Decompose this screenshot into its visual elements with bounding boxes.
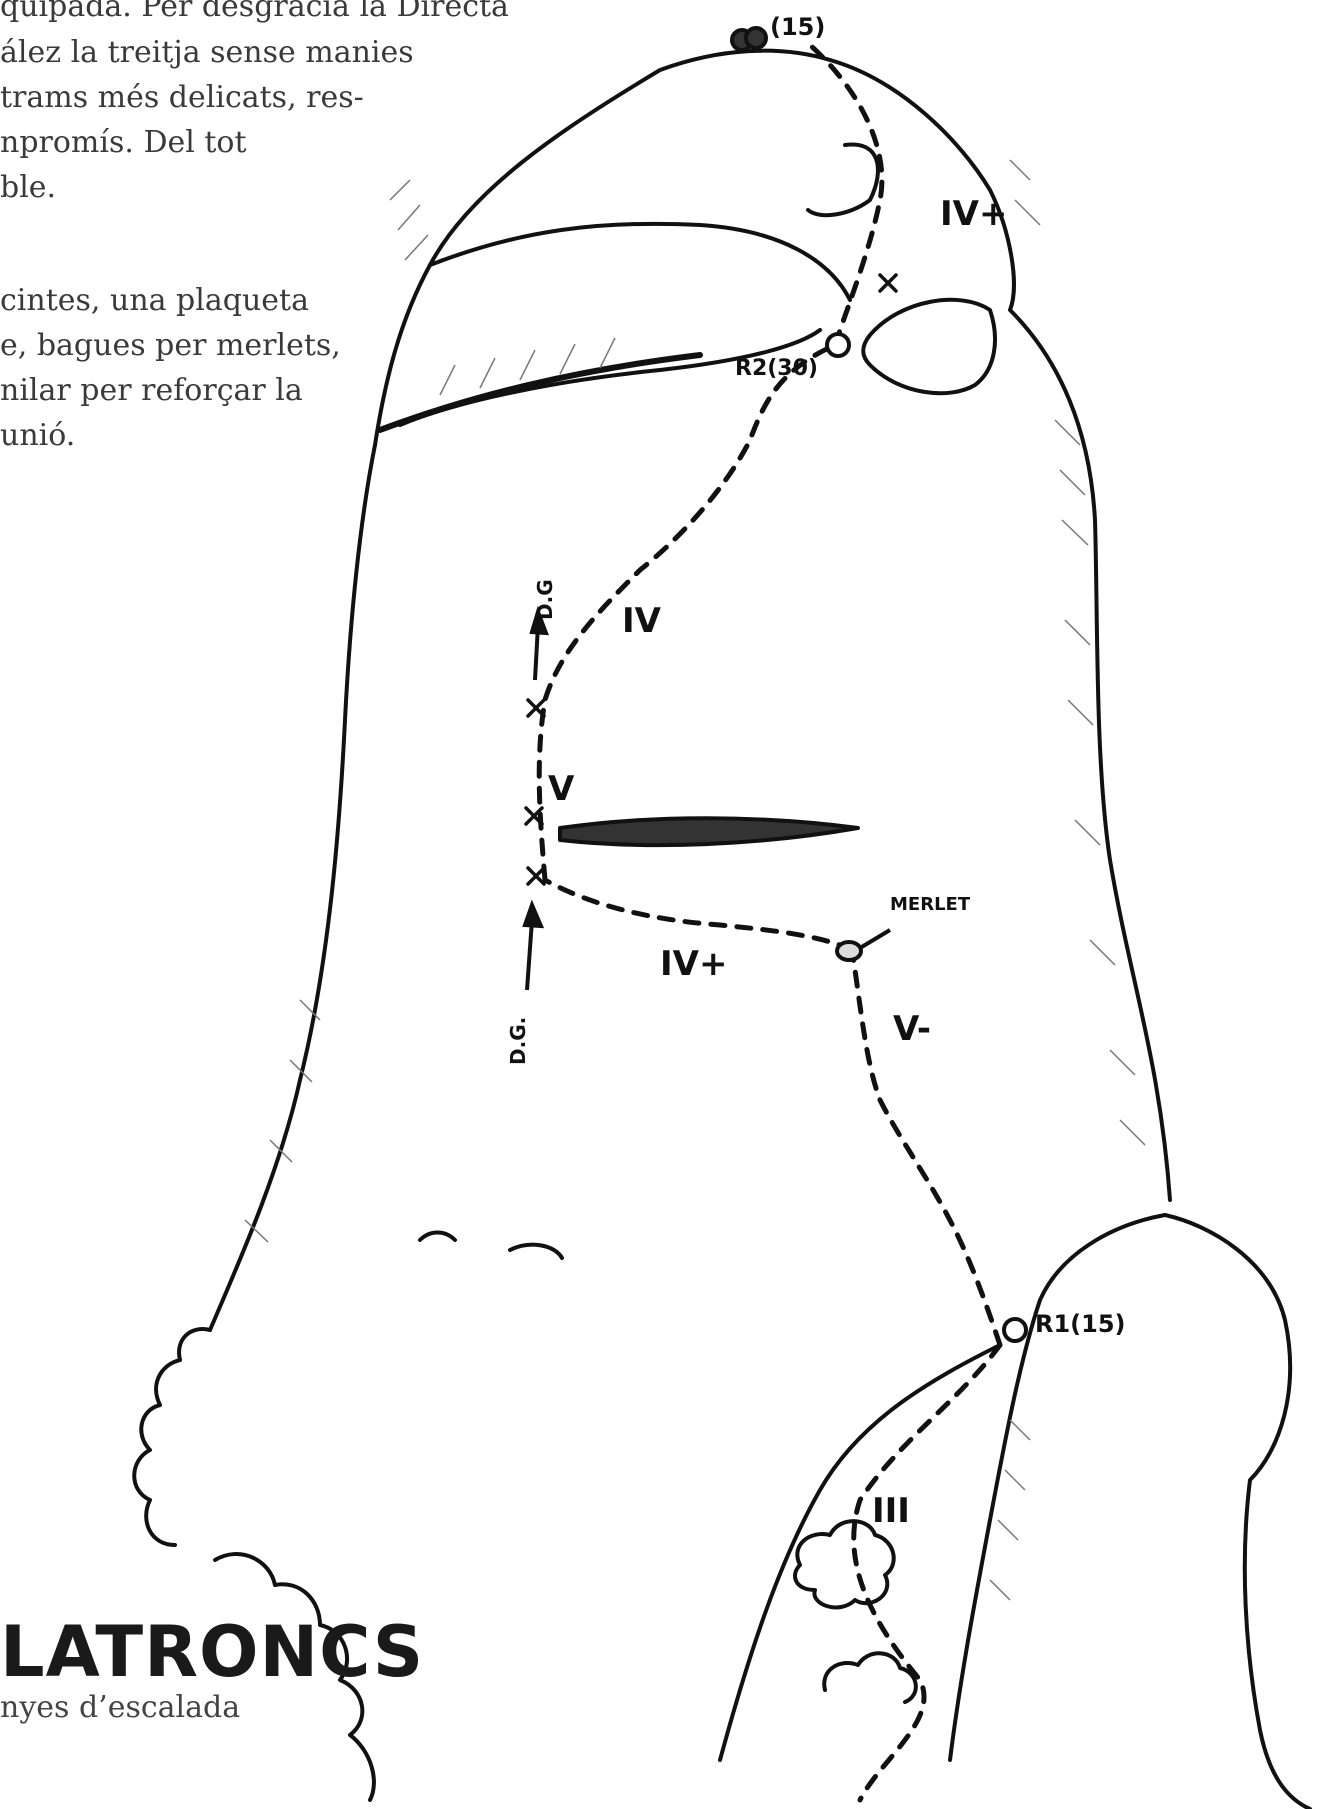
roof-slab: [560, 818, 858, 845]
route-line: [539, 45, 1000, 1800]
route-pitch-2: [539, 345, 835, 880]
dg-lower-label: D.G.: [506, 1017, 530, 1065]
merlet-marker: [837, 942, 861, 960]
bolts: [526, 275, 896, 884]
pillar-outline: [375, 51, 1170, 1200]
grade-top-label: IV+: [940, 194, 1007, 234]
route-traverse: [545, 880, 852, 950]
hatching: [245, 160, 1145, 1600]
grade-mid-upper-label: IV: [622, 601, 662, 641]
overhang: [863, 300, 995, 393]
grade-v-label: V: [548, 769, 575, 809]
brand-block: LATRONCS nyes d’escalada: [0, 1612, 424, 1728]
bush-1: [795, 1521, 894, 1607]
hold-mark-1: [420, 1233, 455, 1241]
brand-title: LATRONCS: [0, 1612, 424, 1692]
bolt-cross: [528, 868, 544, 884]
dg-upper-label: D.G: [533, 579, 557, 620]
grade-iii-label: III: [872, 1491, 910, 1531]
summit-label: (15): [770, 13, 825, 41]
pinnacle: [1165, 1215, 1310, 1809]
r1-label: R1(15): [1035, 1310, 1126, 1338]
hold-mark-2: [510, 1245, 562, 1258]
pillar-left-edge: [210, 445, 375, 1330]
arrows: [525, 612, 890, 990]
summit-anchor-2: [746, 28, 766, 48]
upper-block: [430, 224, 850, 300]
flake: [808, 144, 878, 215]
roof-line: [380, 355, 700, 430]
grade-iv-plus-lower-label: IV+: [660, 944, 727, 984]
merlet-label: MERLET: [890, 894, 971, 915]
bush-2: [824, 1653, 916, 1702]
r2-belay: [827, 334, 849, 356]
r1-belay: [1004, 1319, 1026, 1341]
bolt-cross: [528, 700, 544, 716]
route-lower: [854, 1345, 1000, 1800]
foliage-left: [134, 1329, 210, 1545]
bolt-cross: [880, 275, 896, 291]
grade-v-minus-label: V-: [893, 1009, 931, 1049]
r2-label: R2(30): [735, 356, 818, 381]
brand-subtitle: nyes d’escalada: [0, 1688, 424, 1728]
